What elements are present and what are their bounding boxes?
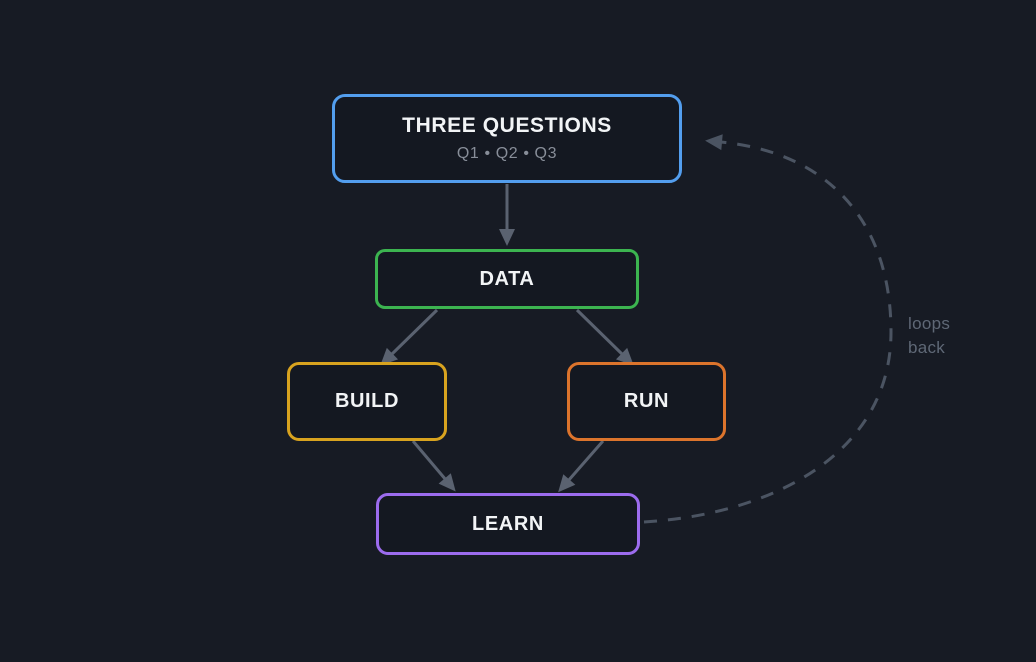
node-three-questions-label: THREE QUESTIONS xyxy=(402,114,612,137)
node-run: RUN xyxy=(567,362,726,441)
edge-build-to-learn xyxy=(411,440,456,492)
node-build: BUILD xyxy=(287,362,447,441)
node-three-questions: THREE QUESTIONS Q1 • Q2 • Q3 xyxy=(332,94,682,183)
edge-run-to-learn xyxy=(558,440,605,493)
node-build-label: BUILD xyxy=(334,390,400,412)
node-learn: LEARN xyxy=(376,493,640,555)
loops-back-line2: back xyxy=(908,338,946,357)
loops-back-line1: loops xyxy=(908,314,951,333)
node-run-label: RUN xyxy=(623,390,670,412)
node-learn-label: LEARN xyxy=(472,512,544,535)
node-data-label: DATA xyxy=(479,267,535,290)
node-data: DATA xyxy=(375,249,639,309)
edge-learn-loops-back-to-three-questions xyxy=(643,134,893,524)
edge-data-to-run xyxy=(575,308,634,366)
node-three-questions-sublabel: Q1 • Q2 • Q3 xyxy=(456,145,558,162)
loops-back-annotation: loops back xyxy=(908,312,950,360)
edge-data-to-build xyxy=(380,308,439,366)
